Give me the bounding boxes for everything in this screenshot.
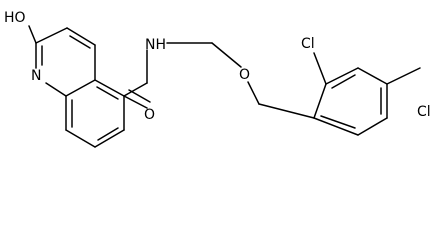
bond [258, 103, 315, 119]
carbonyl-oxygen-label: O [144, 107, 155, 123]
hydroxyl-label: HO [4, 10, 26, 26]
bond [123, 95, 148, 109]
bond [97, 127, 119, 141]
bond [28, 25, 37, 44]
bond [313, 117, 359, 136]
ether-oxygen-label: O [239, 67, 250, 83]
ring-nitrogen-label: N [31, 68, 41, 84]
bond [35, 27, 68, 44]
bond [247, 81, 260, 105]
bond [65, 129, 96, 148]
bond [94, 79, 125, 97]
bond [386, 67, 421, 85]
bond [357, 117, 388, 136]
structure-svg: HO N NH O O Cl Cl [4, 10, 431, 148]
bond [211, 42, 242, 68]
bond [96, 86, 119, 100]
amide-nh-label: NH [145, 37, 166, 53]
bond [331, 74, 356, 89]
molecule-diagram: HO N NH O O Cl Cl [4, 10, 431, 148]
bond [357, 67, 388, 85]
bond [313, 52, 327, 85]
bond [128, 89, 151, 103]
chlorine-para-label: Cl [417, 104, 431, 120]
bond [45, 82, 67, 97]
bond [123, 82, 148, 97]
bond [66, 27, 96, 46]
bond [325, 67, 359, 85]
bond [94, 129, 125, 148]
bond [313, 83, 327, 119]
chlorine-ortho-label: Cl [301, 36, 315, 52]
bond [320, 115, 356, 129]
bond [65, 79, 96, 97]
bond [69, 35, 91, 49]
